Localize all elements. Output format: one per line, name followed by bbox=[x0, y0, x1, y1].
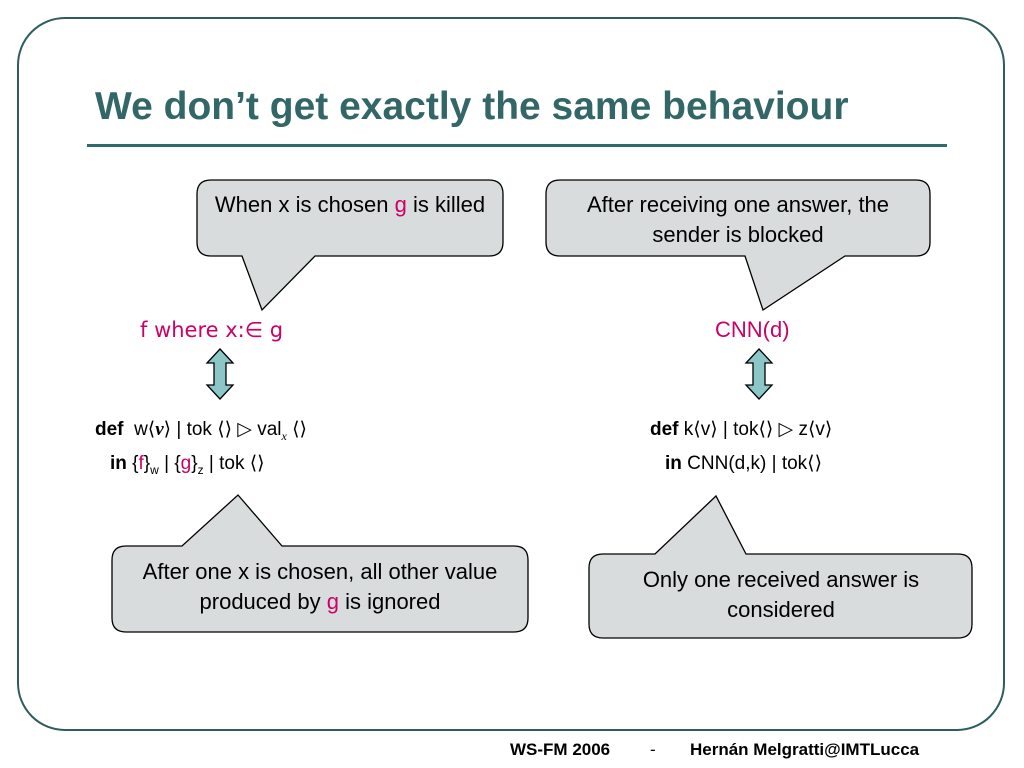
code-token: | { bbox=[158, 453, 181, 474]
code-left-line1: def w⟨v⟩ | tok ⟨⟩ ▷ valx ⟨⟩ bbox=[95, 418, 307, 448]
slide-title: We don’t get exactly the same behaviour bbox=[95, 85, 849, 128]
footer-author: Hernán Melgratti@IMTLucca bbox=[690, 740, 920, 759]
double-arrow-left bbox=[205, 348, 235, 400]
code-token: | tok ⟨⟩ ▷ val bbox=[171, 419, 282, 440]
callout-top-left-shape bbox=[196, 179, 504, 312]
callout-text-part: is killed bbox=[406, 192, 486, 217]
code-token: ⟩ bbox=[163, 419, 172, 440]
code-left-line2: in {f}w | {g}z | tok ⟨⟩ bbox=[110, 452, 265, 482]
highlight-g: g bbox=[394, 192, 407, 217]
expression-right: CNN(d) bbox=[715, 317, 790, 342]
code-right-line1: def k⟨v⟩ | tok⟨⟩ ▷ z⟨v⟩ bbox=[650, 418, 832, 442]
code-token: ⟨⟩ bbox=[286, 419, 307, 440]
code-var-g: g bbox=[180, 453, 192, 474]
code-token: w bbox=[134, 419, 148, 440]
callout-text-part: is ignored bbox=[338, 589, 441, 614]
callout-bottom-left-text: After one x is chosen, all other value p… bbox=[120, 557, 520, 617]
highlight-g: g bbox=[326, 589, 339, 614]
callout-bottom-left-shape bbox=[111, 494, 529, 633]
double-arrow-right bbox=[744, 348, 774, 400]
code-var-v: v bbox=[155, 419, 164, 440]
keyword-def: def bbox=[650, 419, 679, 440]
callout-bottom-right-text: Only one received answer is considered bbox=[642, 567, 920, 622]
code-right-line2: in CNN(d,k) | tok⟨⟩ bbox=[665, 452, 822, 476]
code-token: { bbox=[126, 453, 139, 474]
keyword-def: def bbox=[95, 419, 124, 440]
callout-text-part: After one x is chosen, all other value p… bbox=[142, 559, 498, 614]
footer-separator: - bbox=[650, 740, 656, 759]
callout-text-part: When x is chosen bbox=[214, 192, 395, 217]
code-token: ⟨ bbox=[147, 419, 156, 440]
callout-bottom-right-shape bbox=[588, 494, 973, 639]
code-subscript: z bbox=[197, 462, 204, 477]
code-token: } bbox=[191, 453, 198, 474]
code-token: k⟨v⟩ | tok⟨⟩ ▷ z⟨v⟩ bbox=[678, 419, 833, 440]
keyword-in: in bbox=[110, 453, 127, 474]
callout-top-right-shape bbox=[545, 179, 931, 312]
keyword-in: in bbox=[665, 453, 682, 474]
code-subscript: x bbox=[281, 428, 287, 443]
code-token: | tok ⟨⟩ bbox=[203, 453, 265, 474]
code-subscript: w bbox=[150, 462, 159, 477]
code-var-f: f bbox=[138, 453, 144, 474]
code-token: CNN(d,k) | tok⟨⟩ bbox=[681, 453, 822, 474]
footer-event: WS-FM 2006 bbox=[510, 740, 611, 759]
expression-left: f where x:∈ g bbox=[140, 318, 284, 342]
title-underline bbox=[87, 144, 947, 147]
callout-top-right-text: After receiving one answer, the sender i… bbox=[586, 192, 890, 247]
callout-top-left-text: When x is chosen g is killed bbox=[205, 190, 495, 220]
code-token: } bbox=[143, 453, 151, 474]
